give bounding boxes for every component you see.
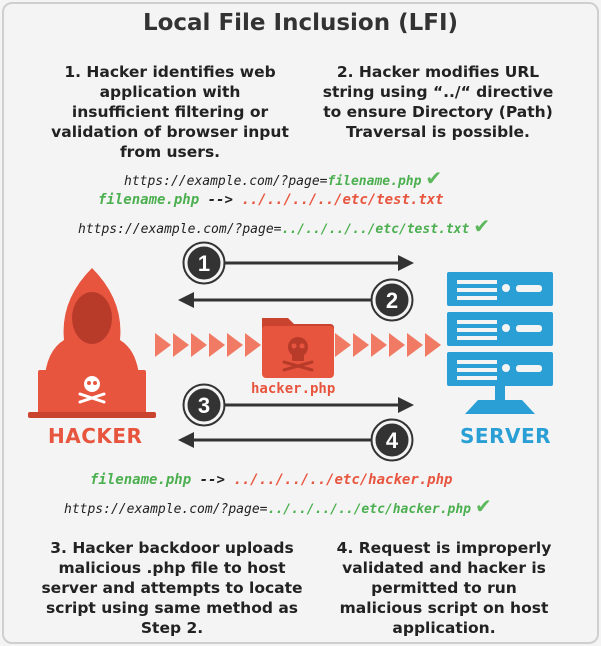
traversal-line-2: filename.php --> ../../../../etc/hacker.… bbox=[90, 472, 452, 488]
url-2-prefix: https://example.com/?page= bbox=[78, 222, 282, 237]
number-2-badge: 2 bbox=[370, 278, 414, 322]
url-3-prefix: https://example.com/?page= bbox=[64, 502, 268, 517]
step-1-text: 1. Hacker identifies web application wit… bbox=[51, 63, 289, 161]
url-1-prefix: https://example.com/?page= bbox=[124, 174, 328, 189]
url-3-value: ../../../../etc/hacker.php bbox=[267, 502, 472, 517]
hacker-php-label: hacker.php bbox=[251, 381, 336, 397]
step-3-text: 3. Hacker backdoor uploads malicious .ph… bbox=[41, 539, 303, 637]
url-1-value: filename.php bbox=[327, 174, 422, 189]
traversal-1-left: filename.php bbox=[98, 192, 200, 208]
diagram-title: Local File Inclusion (LFI) bbox=[142, 10, 459, 36]
chevron-stream-icon bbox=[155, 333, 441, 357]
traversal-1-arrow: --> bbox=[199, 192, 242, 208]
traversal-line-1: filename.php --> ../../../../etc/test.tx… bbox=[98, 192, 444, 208]
url-line-1: https://example.com/?page=filename.php✔ bbox=[124, 166, 442, 190]
check-icon: ✔ bbox=[475, 494, 492, 518]
hacker-icon bbox=[28, 268, 156, 418]
server-label: SERVER bbox=[460, 424, 552, 448]
number-3-badge: 3 bbox=[182, 383, 226, 427]
number-4-text: 4 bbox=[386, 428, 399, 453]
url-line-3: https://example.com/?page=../../../../et… bbox=[64, 494, 492, 518]
traversal-1-right: ../../../../etc/test.txt bbox=[241, 192, 444, 208]
url-2-value: ../../../../etc/test.txt bbox=[281, 222, 470, 237]
step-2-text: 2. Hacker modifies URL string using “../… bbox=[322, 63, 554, 141]
traversal-2-left: filename.php bbox=[90, 472, 192, 488]
arrow-3-right bbox=[222, 397, 414, 413]
check-icon: ✔ bbox=[473, 214, 491, 238]
url-line-2: https://example.com/?page=../../../../et… bbox=[78, 214, 490, 238]
traversal-2-arrow: --> bbox=[191, 472, 234, 488]
number-2-text: 2 bbox=[386, 288, 398, 313]
traversal-2-right: ../../../../etc/hacker.php bbox=[233, 472, 453, 488]
server-icon bbox=[447, 272, 553, 414]
step-4-text: 4. Request is improperly validated and h… bbox=[336, 539, 552, 637]
number-3-text: 3 bbox=[198, 393, 210, 418]
number-1-badge: 1 bbox=[182, 241, 226, 285]
number-1-text: 1 bbox=[198, 251, 210, 276]
hacker-label: HACKER bbox=[48, 424, 143, 448]
arrow-1-right bbox=[222, 255, 414, 271]
check-icon: ✔ bbox=[425, 166, 443, 190]
arrow-4-left bbox=[178, 432, 372, 448]
number-4-badge: 4 bbox=[370, 418, 414, 462]
arrow-2-left bbox=[178, 292, 372, 308]
malicious-folder-icon bbox=[262, 318, 334, 378]
